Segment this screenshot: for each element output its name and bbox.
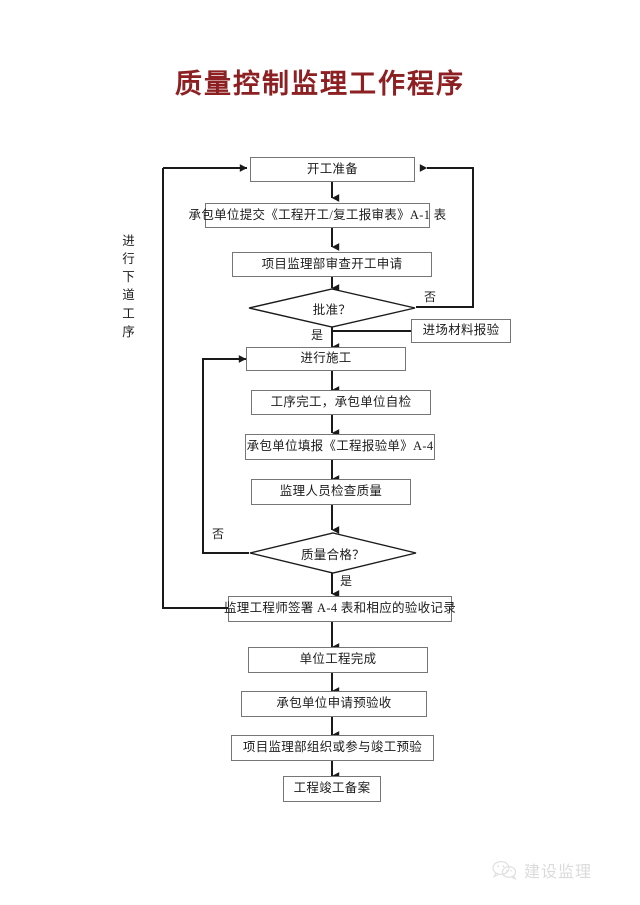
diamond-shape-approve (248, 288, 416, 328)
watermark: 建设监理 (492, 858, 592, 882)
edge-label-approve-yes: 是 (311, 328, 324, 342)
node-organize-pre-acceptance[interactable]: 项目监理部组织或参与竣工预验 (231, 735, 434, 761)
edge-label-qualified-yes: 是 (340, 574, 353, 588)
node-apply-pre-acceptance[interactable]: 承包单位申请预验收 (241, 691, 427, 717)
wechat-icon (492, 860, 518, 880)
diamond-shape-qualified (249, 532, 417, 574)
decision-quality-qualified[interactable]: 质量合格？ (249, 532, 417, 574)
decision-qualified-label: 质量合格？ (300, 547, 365, 562)
node-fill-a4[interactable]: 承包单位填报《工程报验单》A-4 (245, 434, 435, 460)
node-supervisor-inspect[interactable]: 监理人员检查质量 (251, 479, 411, 505)
side-caption-next-process: 进行下道工序 (122, 234, 136, 339)
node-material-inspection[interactable]: 进场材料报验 (411, 319, 511, 343)
node-construction[interactable]: 进行施工 (246, 347, 406, 371)
node-unit-project-complete[interactable]: 单位工程完成 (248, 647, 428, 673)
node-review-application[interactable]: 项目监理部审查开工申请 (232, 252, 432, 277)
node-process-selfcheck[interactable]: 工序完工，承包单位自检 (251, 390, 431, 415)
node-start[interactable]: 开工准备 (250, 157, 415, 182)
node-submit-a1[interactable]: 承包单位提交《工程开工/复工报审表》A-1 表 (189, 203, 446, 228)
decision-approve-label: 批准？ (312, 302, 352, 317)
node-sign-a4[interactable]: 监理工程师签署 A-4 表和相应的验收记录 (224, 596, 456, 622)
edge-label-approve-no: 否 (424, 290, 437, 304)
page-title: 质量控制监理工作程序 (175, 69, 465, 99)
decision-approve[interactable]: 批准？ (248, 288, 416, 328)
edge-label-qualified-no: 否 (212, 527, 225, 541)
watermark-text: 建设监理 (524, 864, 593, 881)
node-completion-filing[interactable]: 工程竣工备案 (283, 776, 381, 802)
